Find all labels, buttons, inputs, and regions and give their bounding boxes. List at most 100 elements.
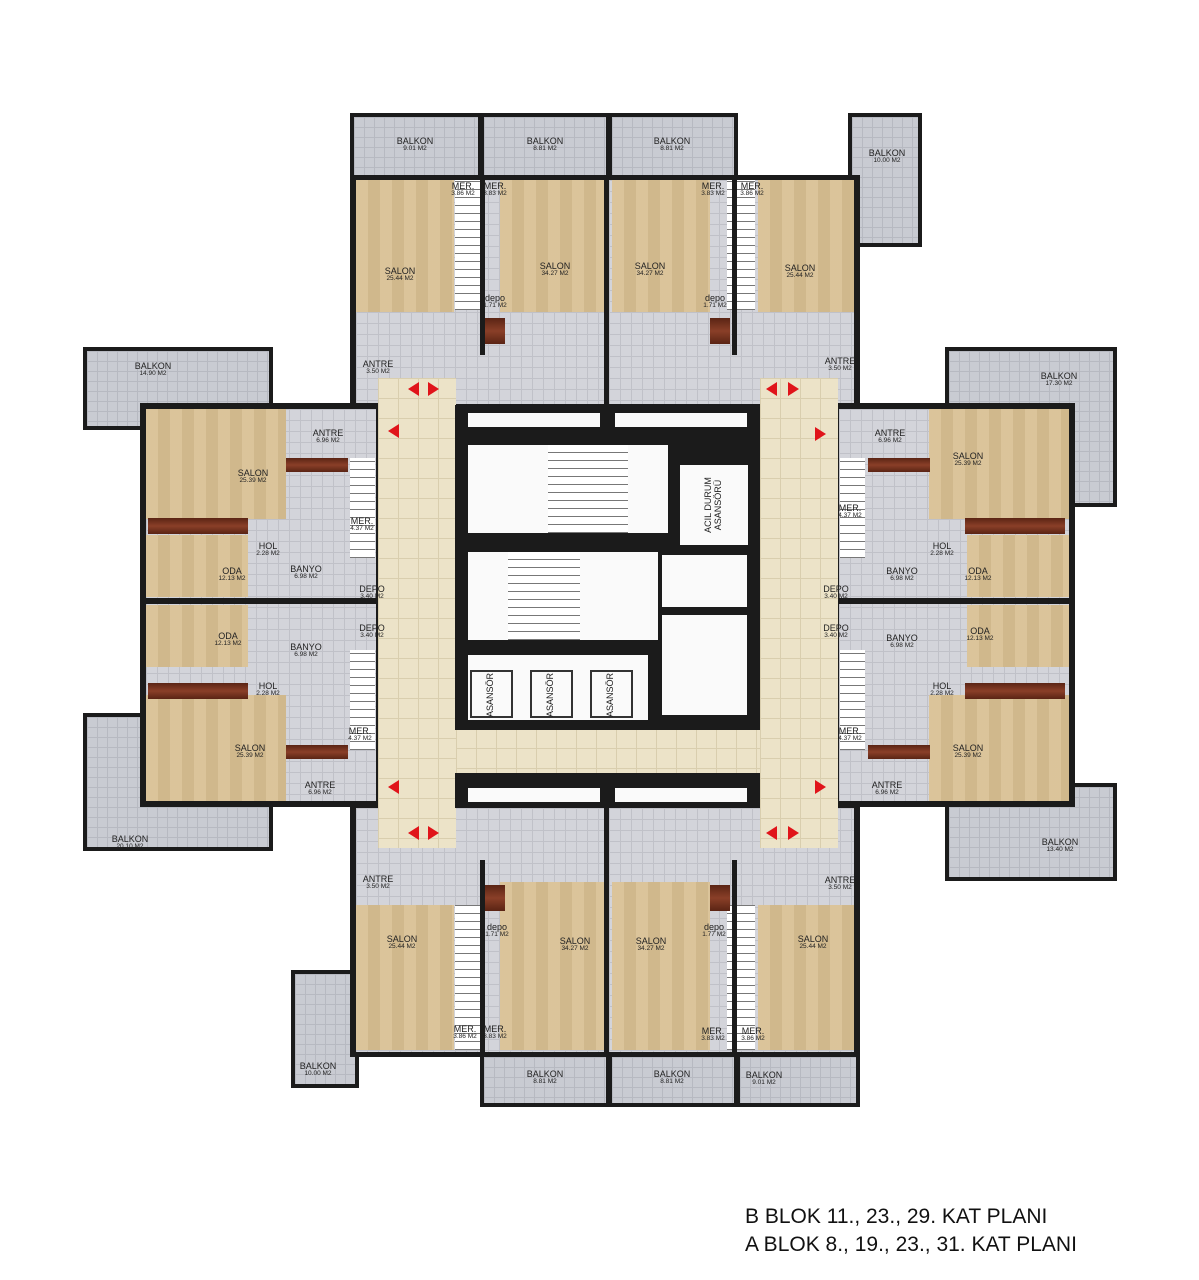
room-area: 13.40 M2 — [1046, 846, 1074, 854]
room-area: 25.39 M2 — [239, 477, 267, 485]
elevator-shaft — [530, 670, 573, 718]
room-name: DEPO — [359, 583, 385, 594]
room-name: ANTRE — [874, 427, 906, 438]
room-area: 2.28 M2 — [930, 690, 954, 698]
room-name: ANTRE — [824, 874, 856, 885]
room-area: 8.81 M2 — [533, 1078, 557, 1086]
fire-stair — [508, 552, 580, 640]
room-name: MER. — [838, 725, 862, 736]
staircase — [840, 458, 865, 558]
room-area: 6.96 M2 — [875, 789, 899, 797]
elevator-shaft — [470, 670, 513, 718]
room-name: BALKON — [653, 1068, 691, 1079]
wardrobe — [286, 745, 348, 759]
room-label: MER.4.37 M2 — [348, 725, 372, 743]
room-name: MER. — [740, 180, 764, 191]
room-name: BALKON — [134, 360, 172, 371]
room-name: MER. — [451, 180, 475, 191]
room-label: MER.3.86 M2 — [741, 1026, 765, 1043]
exit-arrow-icon — [408, 826, 419, 840]
room-name: BALKON — [653, 135, 691, 146]
room-label: MER.3.83 M2 — [701, 1026, 725, 1043]
wardrobe — [965, 518, 1065, 534]
room-name: ANTRE — [304, 779, 336, 790]
room-name: SALON — [784, 262, 816, 273]
fire-stair — [548, 445, 628, 533]
wall — [732, 860, 737, 1057]
room-area: 3.86 M2 — [453, 1033, 477, 1041]
room-name: depo — [704, 292, 726, 303]
staircase — [350, 650, 375, 750]
room-label: MER.3.86 M2 — [740, 180, 764, 198]
exit-arrow-icon — [388, 424, 399, 438]
room-name: MER. — [453, 1023, 477, 1034]
exit-arrow-icon — [408, 382, 419, 396]
room-name: HOL — [932, 540, 952, 551]
room-area: 3.50 M2 — [828, 365, 852, 373]
staircase — [455, 905, 483, 1050]
exit-arrow-icon — [815, 427, 826, 441]
room-name: HOL — [258, 540, 278, 551]
staircase — [727, 180, 755, 310]
wardrobe — [710, 318, 730, 344]
room-area: 25.44 M2 — [388, 943, 416, 951]
room-name: BANYO — [886, 632, 918, 643]
balcony — [736, 1053, 860, 1107]
room-area: 1.71 M2 — [703, 302, 727, 310]
floor-wood — [612, 180, 710, 312]
floor-wood — [146, 605, 248, 667]
exit-arrow-icon — [815, 780, 826, 794]
exit-arrow-icon — [766, 826, 777, 840]
room-name: ODA — [222, 565, 242, 576]
elevator-label: ASANSÖR — [485, 672, 496, 718]
room-name: HOL — [258, 680, 278, 691]
room-area: 4.37 M2 — [838, 735, 862, 743]
wardrobe — [286, 458, 348, 472]
room-name: SALON — [559, 935, 591, 946]
room-area: 9.01 M2 — [752, 1079, 776, 1087]
floor-wood — [146, 695, 286, 801]
exit-arrow-icon — [766, 382, 777, 396]
room-area: 6.98 M2 — [890, 575, 914, 583]
room-area: 3.86 M2 — [740, 190, 764, 198]
wardrobe — [965, 683, 1065, 699]
room-area: 6.96 M2 — [878, 437, 902, 445]
room-area: 12.13 M2 — [966, 635, 994, 643]
elevator-shaft — [590, 670, 633, 718]
shaft — [468, 788, 600, 802]
room-name: BALKON — [1040, 370, 1078, 381]
room-name: SALON — [952, 742, 984, 753]
room-name: BALKON — [745, 1069, 783, 1080]
room-name: MER. — [348, 725, 372, 736]
shaft — [615, 413, 747, 427]
floor-wood — [758, 905, 854, 1050]
room-label: MER.4.37 M2 — [350, 516, 374, 533]
room-name: depo — [703, 921, 725, 932]
room-area: 8.81 M2 — [533, 145, 557, 153]
room-name: ODA — [218, 630, 238, 641]
room-name: MER. — [483, 1023, 507, 1034]
room-area: 8.81 M2 — [660, 145, 684, 153]
